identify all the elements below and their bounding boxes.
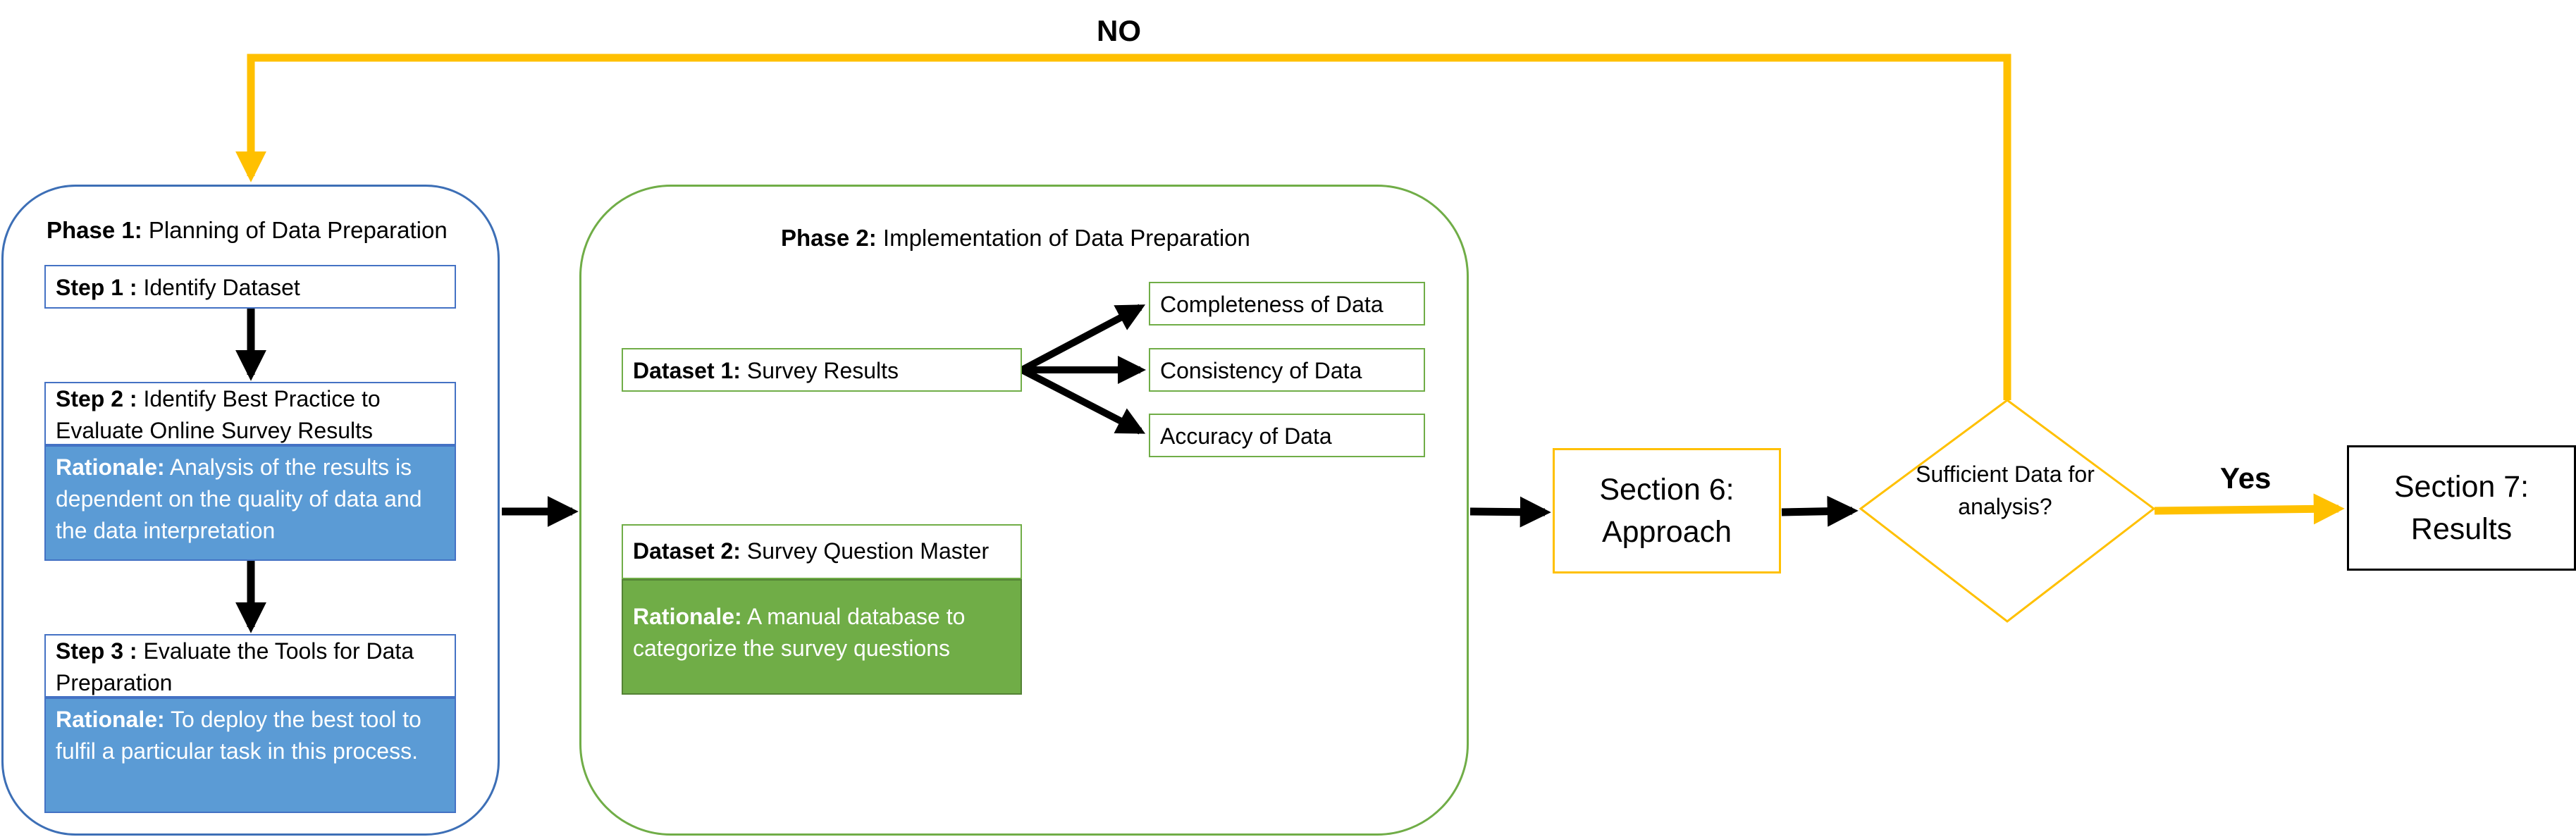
phase1-title: Phase 1: Planning of Data Preparation xyxy=(47,216,448,244)
phase2-container xyxy=(579,185,1469,836)
step1-label: Step 1 : xyxy=(56,275,137,300)
phase1-title-bold: Phase 1: xyxy=(47,217,142,243)
phase2-title: Phase 2: Implementation of Data Preparat… xyxy=(781,224,1250,252)
phase2-title-text: Implementation of Data Preparation xyxy=(876,225,1250,251)
step1-box: Step 1 : Identify Dataset xyxy=(44,265,456,309)
dataset1-text: Survey Results xyxy=(740,358,899,383)
section7-line1: Section 7: xyxy=(2393,470,2529,504)
step3-text: Evaluate the Tools for Data Preparation xyxy=(56,638,414,695)
dataset2-box: Dataset 2: Survey Question Master xyxy=(622,524,1022,579)
step3-box: Step 3 : Evaluate the Tools for Data Pre… xyxy=(44,634,456,698)
section6-box: Section 6: Approach xyxy=(1553,448,1781,574)
dataset2-text: Survey Question Master xyxy=(740,538,990,564)
no-label: NO xyxy=(1097,14,1141,47)
arrow-no-loop xyxy=(235,54,2011,400)
dataset2-label: Dataset 2: xyxy=(633,538,741,564)
dataset2-rationale-text: A manual database to categorize the surv… xyxy=(633,604,966,661)
check-consistency: Consistency of Data xyxy=(1149,348,1425,392)
step3-rationale-text: To deploy the best tool to fulfil a part… xyxy=(56,707,421,764)
check-accuracy-text: Accuracy of Data xyxy=(1160,423,1332,449)
section7-box: Section 7: Results xyxy=(2347,445,2576,571)
phase1-container xyxy=(1,185,500,836)
step3-label: Step 3 : xyxy=(56,638,137,664)
step2-box: Step 2 : Identify Best Practice to Evalu… xyxy=(44,382,456,445)
phase2-title-bold: Phase 2: xyxy=(781,225,877,251)
step2-rationale-box: Rationale: Analysis of the results is de… xyxy=(44,445,456,561)
dataset2-rationale-label: Rationale: xyxy=(633,604,742,629)
phase1-title-text: Planning of Data Preparation xyxy=(142,217,448,243)
section6-line2: Approach xyxy=(1601,515,1732,549)
step2-label: Step 2 : xyxy=(56,386,137,411)
arrow-yes-to-section7 xyxy=(2154,493,2345,525)
step3-rationale-label: Rationale: xyxy=(56,707,165,732)
step1-text: Identify Dataset xyxy=(137,275,300,300)
check-consistency-text: Consistency of Data xyxy=(1160,358,1362,383)
step2-rationale-label: Rationale: xyxy=(56,454,165,480)
dataset2-rationale-box: Rationale: A manual database to categori… xyxy=(622,579,1022,695)
dataset1-label: Dataset 1: xyxy=(633,358,741,383)
decision-text: Sufficient Data for analysis? xyxy=(1916,461,2095,519)
arrow-section6-to-decision xyxy=(1781,495,1859,527)
check-completeness-text: Completeness of Data xyxy=(1160,292,1383,317)
step3-rationale-box: Rationale: To deploy the best tool to fu… xyxy=(44,698,456,813)
section6-line1: Section 6: xyxy=(1599,473,1734,507)
dataset1-box: Dataset 1: Survey Results xyxy=(622,348,1022,392)
yes-label: Yes xyxy=(2220,461,2272,495)
decision-diamond xyxy=(1859,399,2156,623)
step2-text: Identify Best Practice to Evaluate Onlin… xyxy=(56,386,381,443)
arrow-to-completeness xyxy=(1020,304,1146,373)
arrow-to-accuracy xyxy=(1020,366,1146,435)
check-accuracy: Accuracy of Data xyxy=(1149,414,1425,457)
step2-rationale-text: Analysis of the results is dependent on … xyxy=(56,454,422,543)
section7-line2: Results xyxy=(2410,512,2513,546)
check-completeness: Completeness of Data xyxy=(1149,282,1425,326)
